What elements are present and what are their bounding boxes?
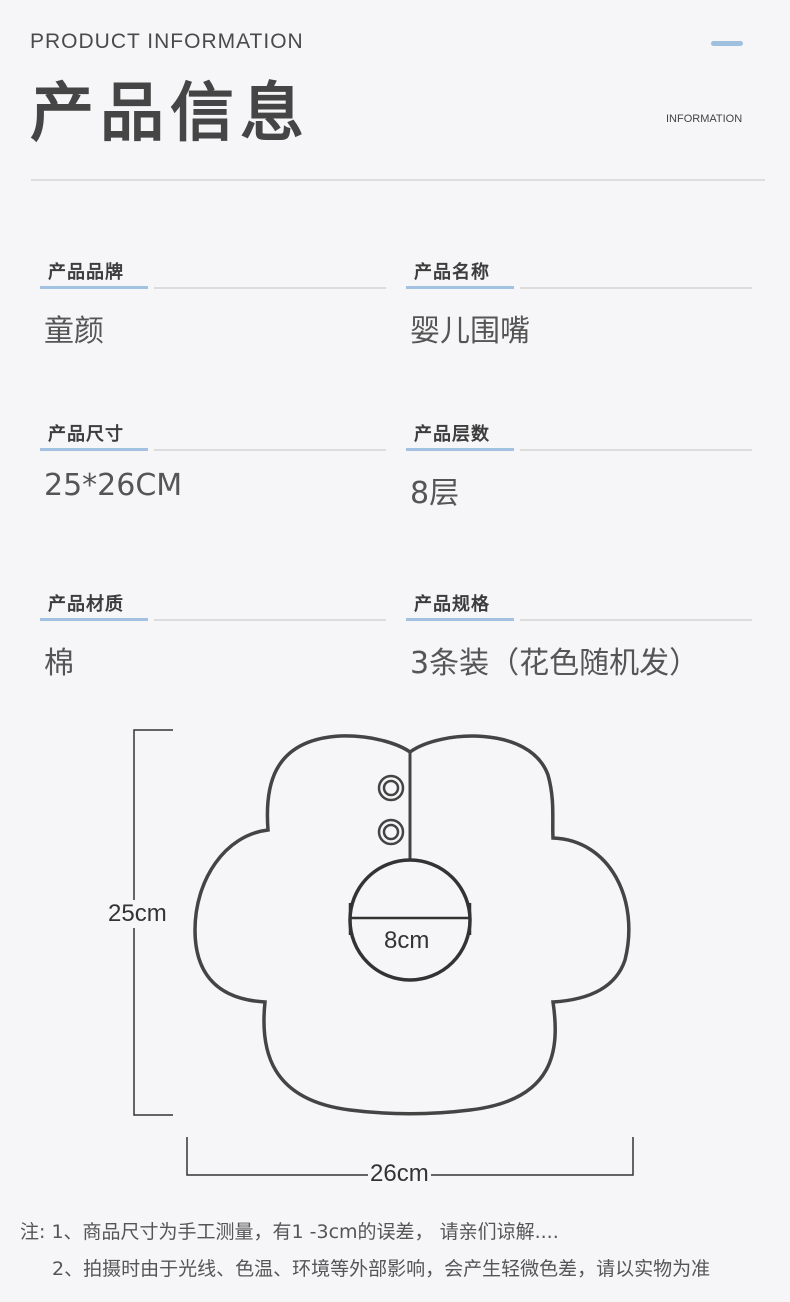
note-1: 注: 1、商品尺寸为手工测量，有1 -3cm的误差， 请亲们谅解.... xyxy=(20,1221,559,1243)
field-label: 产品品牌 xyxy=(48,262,124,283)
english-subtitle: INFORMATION xyxy=(666,113,743,125)
divider xyxy=(31,179,765,181)
divider xyxy=(520,619,752,621)
field-value: 3条装（花色随机发） xyxy=(410,646,700,681)
snap-button-icon xyxy=(377,774,405,846)
label-underline xyxy=(406,448,514,451)
field-label: 产品规格 xyxy=(414,594,490,615)
height-label: 25cm xyxy=(108,900,167,928)
divider xyxy=(154,449,386,451)
width-label: 26cm xyxy=(368,1160,431,1188)
field-value: 棉 xyxy=(44,646,74,681)
neck-dimension xyxy=(348,903,472,935)
neck-hole xyxy=(348,858,472,982)
accent-dash xyxy=(711,41,743,46)
field-label: 产品尺寸 xyxy=(48,424,124,445)
label-underline xyxy=(40,448,148,451)
neck-label: 8cm xyxy=(384,927,430,954)
field-value: 童颜 xyxy=(44,314,104,349)
english-title: PRODUCT INFORMATION xyxy=(30,30,304,53)
field-label: 产品材质 xyxy=(48,594,124,615)
divider xyxy=(154,619,386,621)
field-label: 产品名称 xyxy=(414,262,490,283)
divider xyxy=(154,287,386,289)
label-underline xyxy=(40,286,148,289)
divider xyxy=(520,287,752,289)
field-value: 8层 xyxy=(410,476,460,511)
field-value: 25*26CM xyxy=(44,468,183,503)
label-underline xyxy=(40,618,148,621)
field-value: 婴儿围嘴 xyxy=(410,314,530,349)
page-title: 产品信息 xyxy=(30,77,310,151)
divider xyxy=(520,449,752,451)
label-underline xyxy=(406,618,514,621)
note-2: 2、拍摄时由于光线、色温、环境等外部影响，会产生轻微色差，请以实物为准 xyxy=(52,1258,711,1280)
field-label: 产品层数 xyxy=(414,424,490,445)
label-underline xyxy=(406,286,514,289)
